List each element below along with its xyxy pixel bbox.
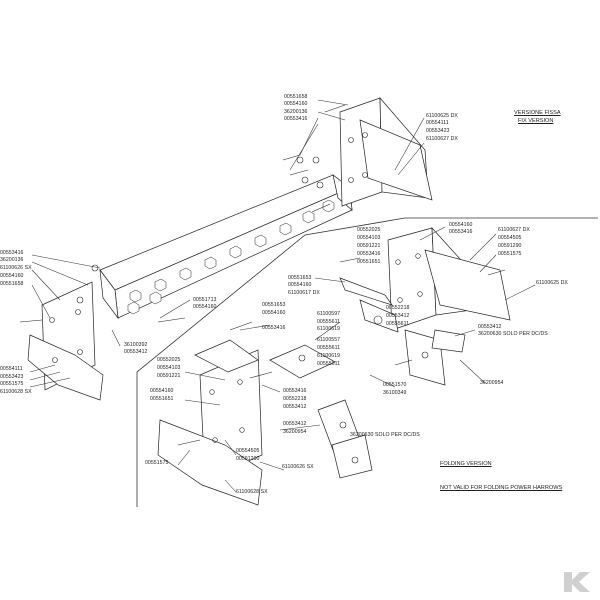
part-label: 00551651 <box>357 259 381 265</box>
part-label: 00553416 <box>449 229 473 235</box>
part-label: 00551651 <box>150 396 174 402</box>
left-fixed-plate <box>27 264 104 401</box>
brand-logo <box>564 572 590 592</box>
part-label: 00551570 <box>383 382 407 388</box>
part-label: 36100392 <box>124 342 148 348</box>
part-label: 00554111 <box>426 120 449 126</box>
main-beam <box>99 174 353 320</box>
part-label: 00553416 <box>0 250 24 256</box>
folding-right-plates <box>387 227 511 331</box>
part-label: 61100628 SX <box>0 389 32 395</box>
part-label: 00552218 <box>386 305 410 311</box>
part-label: 00551575 <box>145 460 169 466</box>
part-label: 00553412 <box>124 349 148 355</box>
part-label: 36200630 SOLO PER DC/DS <box>478 331 548 337</box>
part-label: 00552025 <box>357 227 381 233</box>
part-label: 00552025 <box>157 357 181 363</box>
part-label: 36200136 <box>284 109 308 115</box>
part-label: 00554103 <box>357 235 381 241</box>
part-label: 61100626 SX <box>0 265 32 271</box>
part-label: 00551575 <box>498 251 522 257</box>
part-label: 61100625 DX <box>536 280 568 286</box>
part-label: 00554160 <box>0 273 24 279</box>
part-label: 00551658 <box>0 281 24 287</box>
fixed-version-en: FIX VERSION <box>518 118 554 124</box>
part-label: 00554160 <box>150 388 174 394</box>
part-label: 00555611 <box>317 361 341 367</box>
part-label: 00554111 <box>0 366 23 372</box>
part-label: 00554160 <box>262 310 286 316</box>
part-label: 00551653 <box>288 275 312 281</box>
part-label: 00554160 <box>449 222 473 228</box>
part-label: 61100617 DX <box>288 290 320 296</box>
part-label: 61100625 DX <box>426 113 458 119</box>
part-label: 00554505 <box>498 235 522 241</box>
part-label: 00554103 <box>157 365 181 371</box>
part-label: 36200954 <box>283 429 307 435</box>
part-label: 36200630 SOLO PER DC/DS <box>350 432 420 438</box>
part-label: 00553412 <box>478 324 502 330</box>
part-label: 61100626 SX <box>282 464 314 470</box>
part-label: 61100619 <box>317 353 341 359</box>
part-label: 00591221 <box>157 373 181 379</box>
part-label: 00551653 <box>262 302 286 308</box>
part-label: 00551713 <box>193 297 217 303</box>
part-label: 00551575 <box>0 381 24 387</box>
part-label: 00553412 <box>386 313 410 319</box>
leader-lines <box>29 99 536 493</box>
part-label: 61100597 <box>317 311 341 317</box>
part-label: 61100557 <box>317 337 341 343</box>
part-label: 61100627 DX <box>426 136 458 142</box>
part-label: 36100349 <box>383 390 407 396</box>
part-label: 36200954 <box>480 380 504 386</box>
part-label: 61100619 <box>317 326 341 332</box>
part-label: 00553412 <box>283 404 307 410</box>
part-label: 00554160 <box>193 304 217 310</box>
part-label: 00551658 <box>284 94 308 100</box>
folding-version-note: FOLDING VERSION <box>440 461 492 467</box>
part-label: 00555611 <box>317 345 341 351</box>
part-label: 61100627 DX <box>498 227 530 233</box>
part-label: 00553423 <box>0 374 24 380</box>
part-label: 36200136 <box>0 257 24 263</box>
fixed-version-it: VERSIONE FISSA <box>514 110 561 116</box>
part-label: 00553423 <box>426 128 450 134</box>
part-label: 00554505 <box>236 448 260 454</box>
folding-section-border <box>136 217 598 507</box>
hinge-parts <box>269 277 466 479</box>
part-label: 00555611 <box>317 319 341 325</box>
part-label: 00554160 <box>288 282 312 288</box>
part-label: 00591290 <box>236 456 260 462</box>
part-label: 00553412 <box>283 421 307 427</box>
bolts <box>19 104 506 446</box>
part-label: 00552218 <box>283 396 307 402</box>
part-label: 61100628 SX <box>236 489 268 495</box>
part-label: 00591290 <box>498 243 522 249</box>
part-label: 00553416 <box>357 251 381 257</box>
part-label: 00591221 <box>357 243 381 249</box>
right-fixed-plate <box>296 97 433 207</box>
folding-left-plates <box>157 339 263 506</box>
part-label: 00554160 <box>284 101 308 107</box>
part-label: 00553416 <box>283 388 307 394</box>
part-label: 00555611 <box>386 321 410 327</box>
part-label: 00553416 <box>262 325 286 331</box>
part-label: 00553416 <box>284 116 308 122</box>
not-valid-note: NOT VALID FOR FOLDING POWER HARROWS <box>440 485 563 491</box>
